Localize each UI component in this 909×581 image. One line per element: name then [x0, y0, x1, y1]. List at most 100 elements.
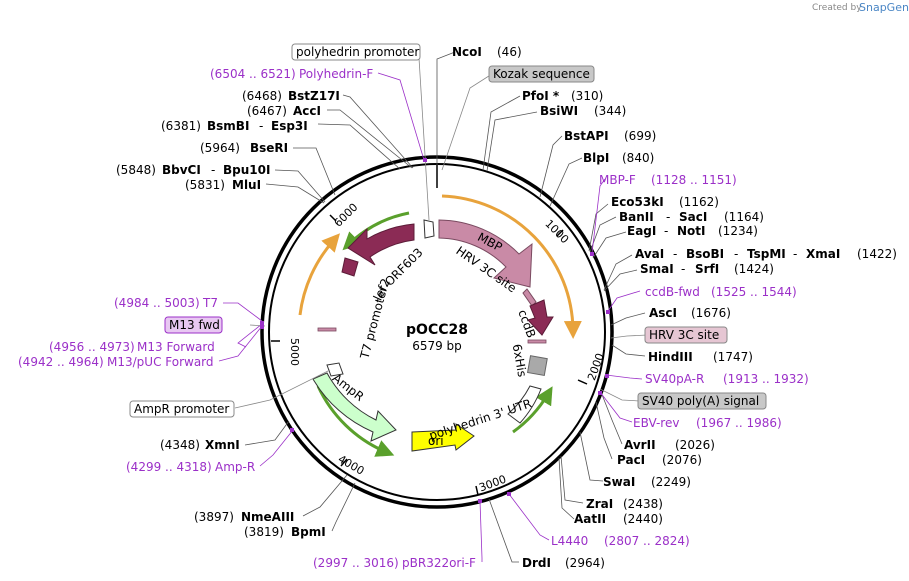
- polyhedrin-promoter-feature[interactable]: [423, 219, 435, 239]
- tick-label-6000: 6000: [332, 201, 361, 230]
- primer-range: (4299 .. 4318): [126, 460, 212, 474]
- orf603-label: ORF603: [382, 245, 426, 289]
- primer-m13-forward[interactable]: (4956 .. 4973) M13 Forward: [49, 340, 215, 354]
- enzyme-asci[interactable]: AscI (1676): [649, 306, 731, 320]
- ampr-feature[interactable]: [312, 372, 397, 442]
- ampr-promoter-feature[interactable]: [326, 362, 344, 377]
- enzyme-nmeaiii[interactable]: (3897) NmeAIII: [194, 510, 294, 524]
- enzyme-pfoi[interactable]: PfoI * (310): [522, 89, 603, 103]
- primer-range: (4942 .. 4964): [18, 355, 104, 369]
- enzyme-position: (2076): [662, 453, 702, 467]
- enzyme-bpmi[interactable]: (3819) BpmI: [244, 525, 326, 539]
- enzyme-bbvci[interactable]: (5848) BbvCI - Bpu10I: [116, 163, 270, 177]
- orf603-feature[interactable]: [347, 223, 415, 266]
- enzyme-name: BanII: [619, 210, 654, 224]
- enzyme-eco53ki[interactable]: Eco53kI (1162): [611, 195, 719, 209]
- enzyme-name: BbvCI: [162, 163, 201, 177]
- primer-amp-r[interactable]: (4299 .. 4318) Amp-R: [126, 460, 255, 474]
- enzyme-separator: -: [666, 210, 670, 224]
- sv40-callout: SV40 poly(A) signal: [642, 394, 759, 408]
- primer-range: (4956 .. 4973): [49, 340, 135, 354]
- primer-sv40pa-r[interactable]: SV40pA-R (1913 .. 1932): [645, 372, 809, 386]
- enzyme-aatii[interactable]: AatII (2440): [574, 512, 663, 526]
- enzyme-name-2: NotI: [677, 224, 706, 238]
- primer-polyhedrin-f[interactable]: (6504 .. 6521) Polyhedrin-F: [210, 67, 373, 81]
- enzyme-bstapi[interactable]: BstAPI (699): [564, 129, 656, 143]
- enzyme-bstz17i[interactable]: (6468) BstZ17I: [242, 89, 340, 103]
- enzyme-mlui[interactable]: (5831) MluI: [185, 178, 261, 192]
- primer-t7[interactable]: (4984 .. 5003) T7: [114, 296, 218, 310]
- enzyme-position: (1422): [857, 247, 897, 261]
- polyhedrin-utr-feature[interactable]: [507, 385, 542, 424]
- primer-l4440[interactable]: L4440 (2807 .. 2824): [551, 534, 690, 548]
- enzyme-blpi[interactable]: BlpI (840): [583, 151, 654, 165]
- enzyme-smai[interactable]: SmaI - SrfI (1424): [640, 262, 774, 276]
- m13-fwd-callout-box[interactable]: [164, 316, 223, 334]
- hrv-3c-callout-box[interactable]: [644, 326, 728, 344]
- ori-feature[interactable]: [411, 423, 475, 452]
- polyhedrin-promoter-callout: polyhedrin promoter: [296, 45, 419, 59]
- enzyme-separator: -: [793, 247, 797, 261]
- enzyme-bseri[interactable]: (5964) BseRI: [200, 141, 288, 155]
- mbp-orange-arc: [441, 194, 582, 339]
- enzyme-acci[interactable]: (6467) AccI: [247, 104, 321, 118]
- lef2-feature[interactable]: [341, 257, 359, 277]
- polyhedrin-promoter-callout-box[interactable]: [291, 43, 421, 61]
- enzyme-position: (3897): [194, 510, 234, 524]
- enzyme-name-2: Bpu10I: [223, 163, 270, 177]
- t7-promoter-feature[interactable]: [317, 327, 337, 332]
- enzyme-drdi[interactable]: DrdI (2964): [522, 556, 605, 570]
- primer-m13-puc-forward[interactable]: (4942 .. 4964) M13/pUC Forward: [18, 355, 214, 369]
- enzyme-name: AvrII: [624, 438, 656, 452]
- enzyme-position: (1234): [718, 224, 758, 238]
- primer-range: (1913 .. 1932): [723, 372, 809, 386]
- kozak-callout-box[interactable]: [488, 65, 595, 83]
- enzyme-zrai[interactable]: ZraI (2438): [586, 497, 663, 511]
- enzyme-name: BstZ17I: [288, 89, 340, 103]
- enzyme-name-2: SacI: [679, 210, 707, 224]
- enzyme-hindiii[interactable]: HindIII (1747): [648, 350, 753, 364]
- enzyme-position: (46): [497, 45, 522, 59]
- primer-ebv-rev[interactable]: EBV-rev (1967 .. 1986): [633, 416, 782, 430]
- enzyme-avrii[interactable]: AvrII (2026): [624, 438, 715, 452]
- snapgene-logo: SnapGene: [859, 1, 909, 14]
- enzyme-name: AccI: [293, 104, 321, 118]
- primer-range: (1967 .. 1986): [696, 416, 782, 430]
- enzyme-position: (4348): [160, 438, 200, 452]
- enzyme-bsmbi[interactable]: (6381) BsmBI - Esp3I: [161, 119, 308, 133]
- ccdb-feature[interactable]: [527, 299, 554, 336]
- enzyme-name: PacI: [617, 453, 645, 467]
- enzyme-name: SwaI: [603, 475, 635, 489]
- enzyme-name-2: SrfI: [695, 262, 719, 276]
- primer-ccdb-fwd[interactable]: ccdB-fwd (1525 .. 1544): [645, 285, 797, 299]
- hrv-3c-feature[interactable]: [522, 288, 537, 307]
- enzyme-name: NcoI: [452, 45, 482, 59]
- sv40-feature[interactable]: [526, 355, 548, 377]
- tick-label-2000: 2000: [585, 351, 607, 382]
- enzyme-xmni[interactable]: (4348) XmnI: [160, 438, 240, 452]
- enzyme-name-2: Esp3I: [271, 119, 308, 133]
- enzyme-banii[interactable]: BanII - SacI (1164): [619, 210, 764, 224]
- enzyme-name: AatII: [574, 512, 606, 526]
- enzyme-swai[interactable]: SwaI (2249): [603, 475, 691, 489]
- enzyme-position: (2440): [623, 512, 663, 526]
- tick-label-4000: 4000: [336, 452, 367, 477]
- primer-mbp-f[interactable]: MBP-F (1128 .. 1151): [599, 173, 737, 187]
- enzyme-eagi[interactable]: EagI - NotI (1234): [627, 224, 758, 238]
- mbp-feature[interactable]: [438, 219, 533, 288]
- enzyme-name: AscI: [649, 306, 677, 320]
- primer-range: (1525 .. 1544): [711, 285, 797, 299]
- ampr-promoter-callout-box[interactable]: [129, 400, 235, 418]
- enzyme-avai[interactable]: AvaI - BsoBI - TspMI - XmaI (1422): [635, 247, 897, 261]
- enzyme-ncoi[interactable]: NcoI (46): [452, 45, 522, 59]
- enzyme-bsiwi[interactable]: BsiWI (344): [540, 104, 626, 118]
- plasmid-name: pOCC28: [406, 322, 468, 338]
- sv40-callout-box[interactable]: [637, 392, 767, 410]
- his-label: 6xHis: [510, 343, 530, 378]
- primer-name: T7: [202, 296, 218, 310]
- his-tag-feature[interactable]: [527, 339, 547, 344]
- primer-pbr322ori-f[interactable]: (2997 .. 3016) pBR322ori-F: [313, 556, 476, 570]
- enzyme-paci[interactable]: PacI (2076): [617, 453, 702, 467]
- primer-name: L4440: [551, 534, 588, 548]
- enzyme-name-2: BsoBI: [686, 247, 724, 261]
